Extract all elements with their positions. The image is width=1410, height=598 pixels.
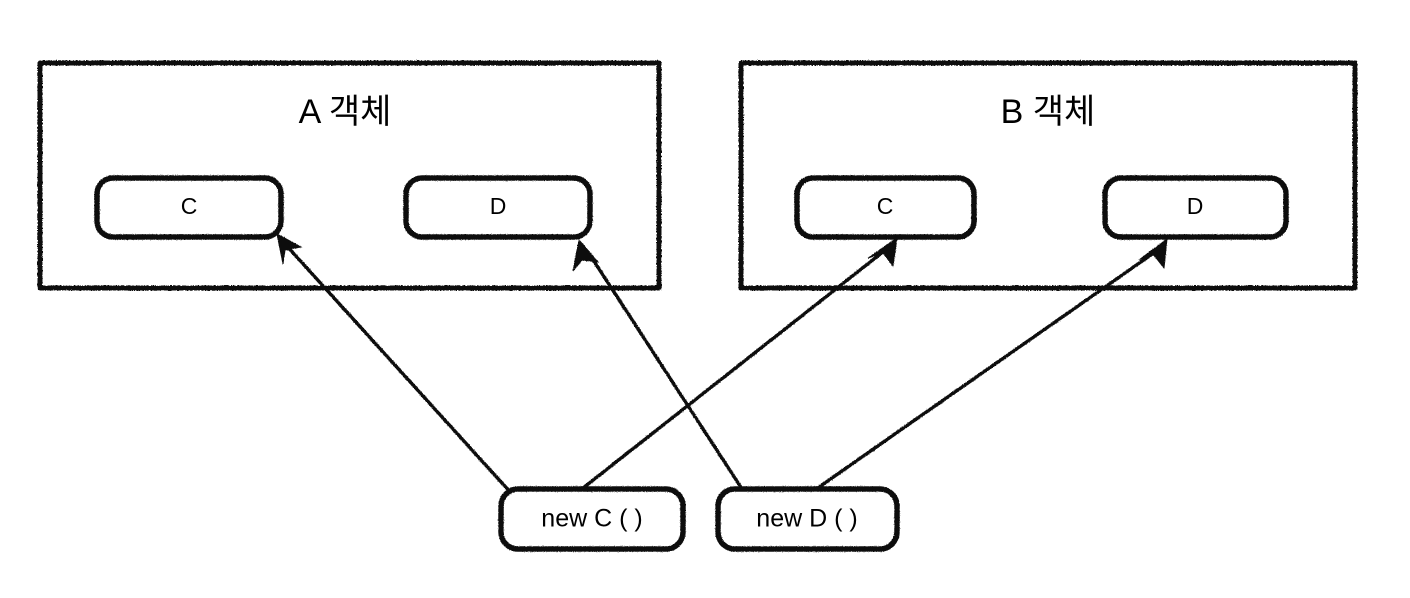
edge-newd-to-ad-line	[586, 251, 746, 493]
node-b-d[interactable]: D	[1102, 175, 1289, 240]
edge-newc-to-ac	[276, 233, 514, 496]
edge-newc-to-ac-line	[283, 242, 514, 496]
edge-newc-to-bc	[576, 236, 898, 494]
node-a-d-frame[interactable]	[403, 175, 593, 240]
instance-new-c-frame[interactable]	[498, 486, 686, 552]
edge-newc-to-bc-arrowhead	[867, 236, 898, 268]
edge-newd-to-ad-arrowhead	[572, 238, 600, 272]
instance-new-d-frame[interactable]	[715, 486, 900, 552]
node-b-c[interactable]: C	[794, 175, 977, 240]
edge-newd-to-bd	[811, 237, 1168, 494]
node-a-c[interactable]: C	[94, 175, 284, 240]
node-a-c-label: C	[181, 193, 198, 219]
instance-new-c-label: new C ( )	[541, 505, 642, 533]
instance-new-d[interactable]: new D ( )	[715, 486, 900, 552]
container-a-title: A 객체	[299, 93, 392, 131]
edge-newd-to-bd-line	[811, 248, 1159, 494]
container-object-a: A 객체 C D	[37, 60, 662, 291]
instance-new-d-label: new D ( )	[756, 505, 857, 533]
edge-newd-to-ad	[572, 238, 746, 493]
instance-new-c[interactable]: new C ( )	[498, 486, 686, 552]
node-b-d-frame[interactable]	[1102, 175, 1289, 240]
edge-newc-to-bc-line	[576, 246, 890, 494]
node-b-c-label: C	[877, 193, 894, 219]
node-a-d[interactable]: D	[403, 175, 593, 240]
node-b-d-label: D	[1187, 193, 1204, 219]
container-b-title: B 객체	[1001, 93, 1096, 131]
node-b-c-frame[interactable]	[794, 175, 977, 240]
node-a-c-frame[interactable]	[94, 175, 284, 240]
edge-newc-to-ac-arrowhead	[276, 233, 303, 265]
node-a-d-label: D	[490, 193, 507, 219]
container-object-b: B 객체 C D	[738, 60, 1358, 291]
edge-newd-to-bd-arrowhead	[1138, 237, 1168, 270]
